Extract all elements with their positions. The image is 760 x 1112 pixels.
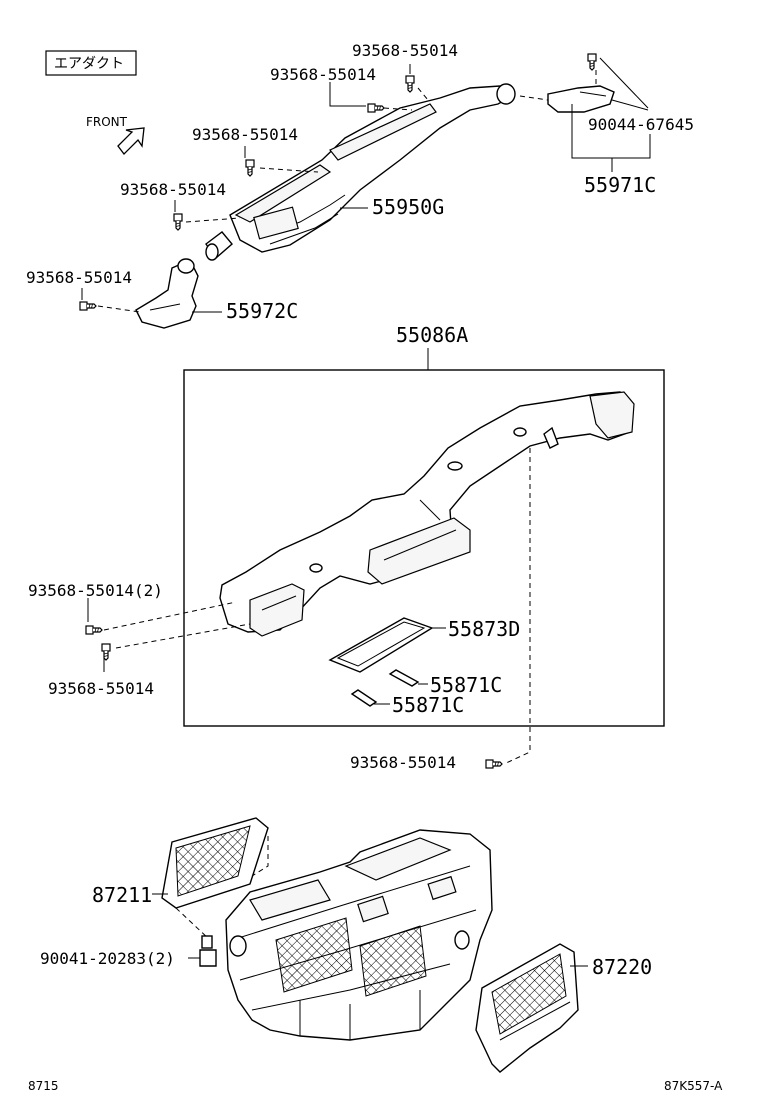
- label-90041: 90041-20283(2): [40, 949, 175, 968]
- front-arrow-icon: [117, 127, 145, 155]
- panel-87220: [475, 943, 579, 1073]
- title-text: エアダクト: [54, 56, 124, 72]
- front-arrow: FRONT: [86, 115, 145, 155]
- screw-icon: [485, 759, 503, 769]
- screw-icon: [173, 213, 183, 231]
- hvac-unit: [225, 829, 493, 1041]
- screw-icon: [245, 159, 255, 177]
- label-55873d: 55873D: [448, 617, 520, 641]
- label-93568-c: 93568-55014: [192, 125, 298, 144]
- label-55972c: 55972C: [226, 299, 298, 323]
- duct-55972c: [135, 258, 199, 329]
- label-93568-2: 93568-55014(2): [28, 581, 163, 600]
- label-93568-g: 93568-55014: [350, 753, 456, 772]
- footer-left: 8715: [28, 1079, 59, 1093]
- screw-icon: [405, 75, 415, 93]
- footer-right: 87K557-A: [664, 1079, 723, 1093]
- screw-icon: [587, 53, 597, 71]
- duct-55950g: [229, 83, 516, 253]
- bolt-icon: [199, 935, 217, 967]
- label-90044: 90044-67645: [588, 115, 694, 134]
- screw-icon: [85, 625, 103, 635]
- front-label: FRONT: [86, 115, 128, 129]
- screw-icon: [79, 301, 97, 311]
- label-93568-b: 93568-55014: [270, 65, 376, 84]
- screw-icon: [101, 643, 111, 661]
- gasket-55873d: [328, 617, 434, 673]
- label-93568-a: 93568-55014: [352, 41, 458, 60]
- duct-55971c: [547, 85, 615, 113]
- label-93568-f: 93568-55014: [48, 679, 154, 698]
- label-87211: 87211: [92, 883, 152, 907]
- label-55971c: 55971C: [584, 173, 656, 197]
- seal-55871c-a: [388, 669, 420, 687]
- label-55086a: 55086A: [396, 323, 468, 347]
- label-93568-e: 93568-55014: [26, 268, 132, 287]
- duct-55086a: [219, 391, 635, 637]
- seal-55871c-b: [350, 689, 378, 707]
- label-93568-d: 93568-55014: [120, 180, 226, 199]
- title-box: エアダクト: [45, 50, 137, 76]
- label-55950g: 55950G: [372, 195, 444, 219]
- label-55871c-b: 55871C: [392, 693, 464, 717]
- cover-87211: [161, 817, 269, 909]
- label-87220: 87220: [592, 955, 652, 979]
- screw-icon: [367, 103, 385, 113]
- connector-upper: [205, 231, 233, 261]
- assembly-frame-55086a: [183, 369, 665, 727]
- label-55871c-a: 55871C: [430, 673, 502, 697]
